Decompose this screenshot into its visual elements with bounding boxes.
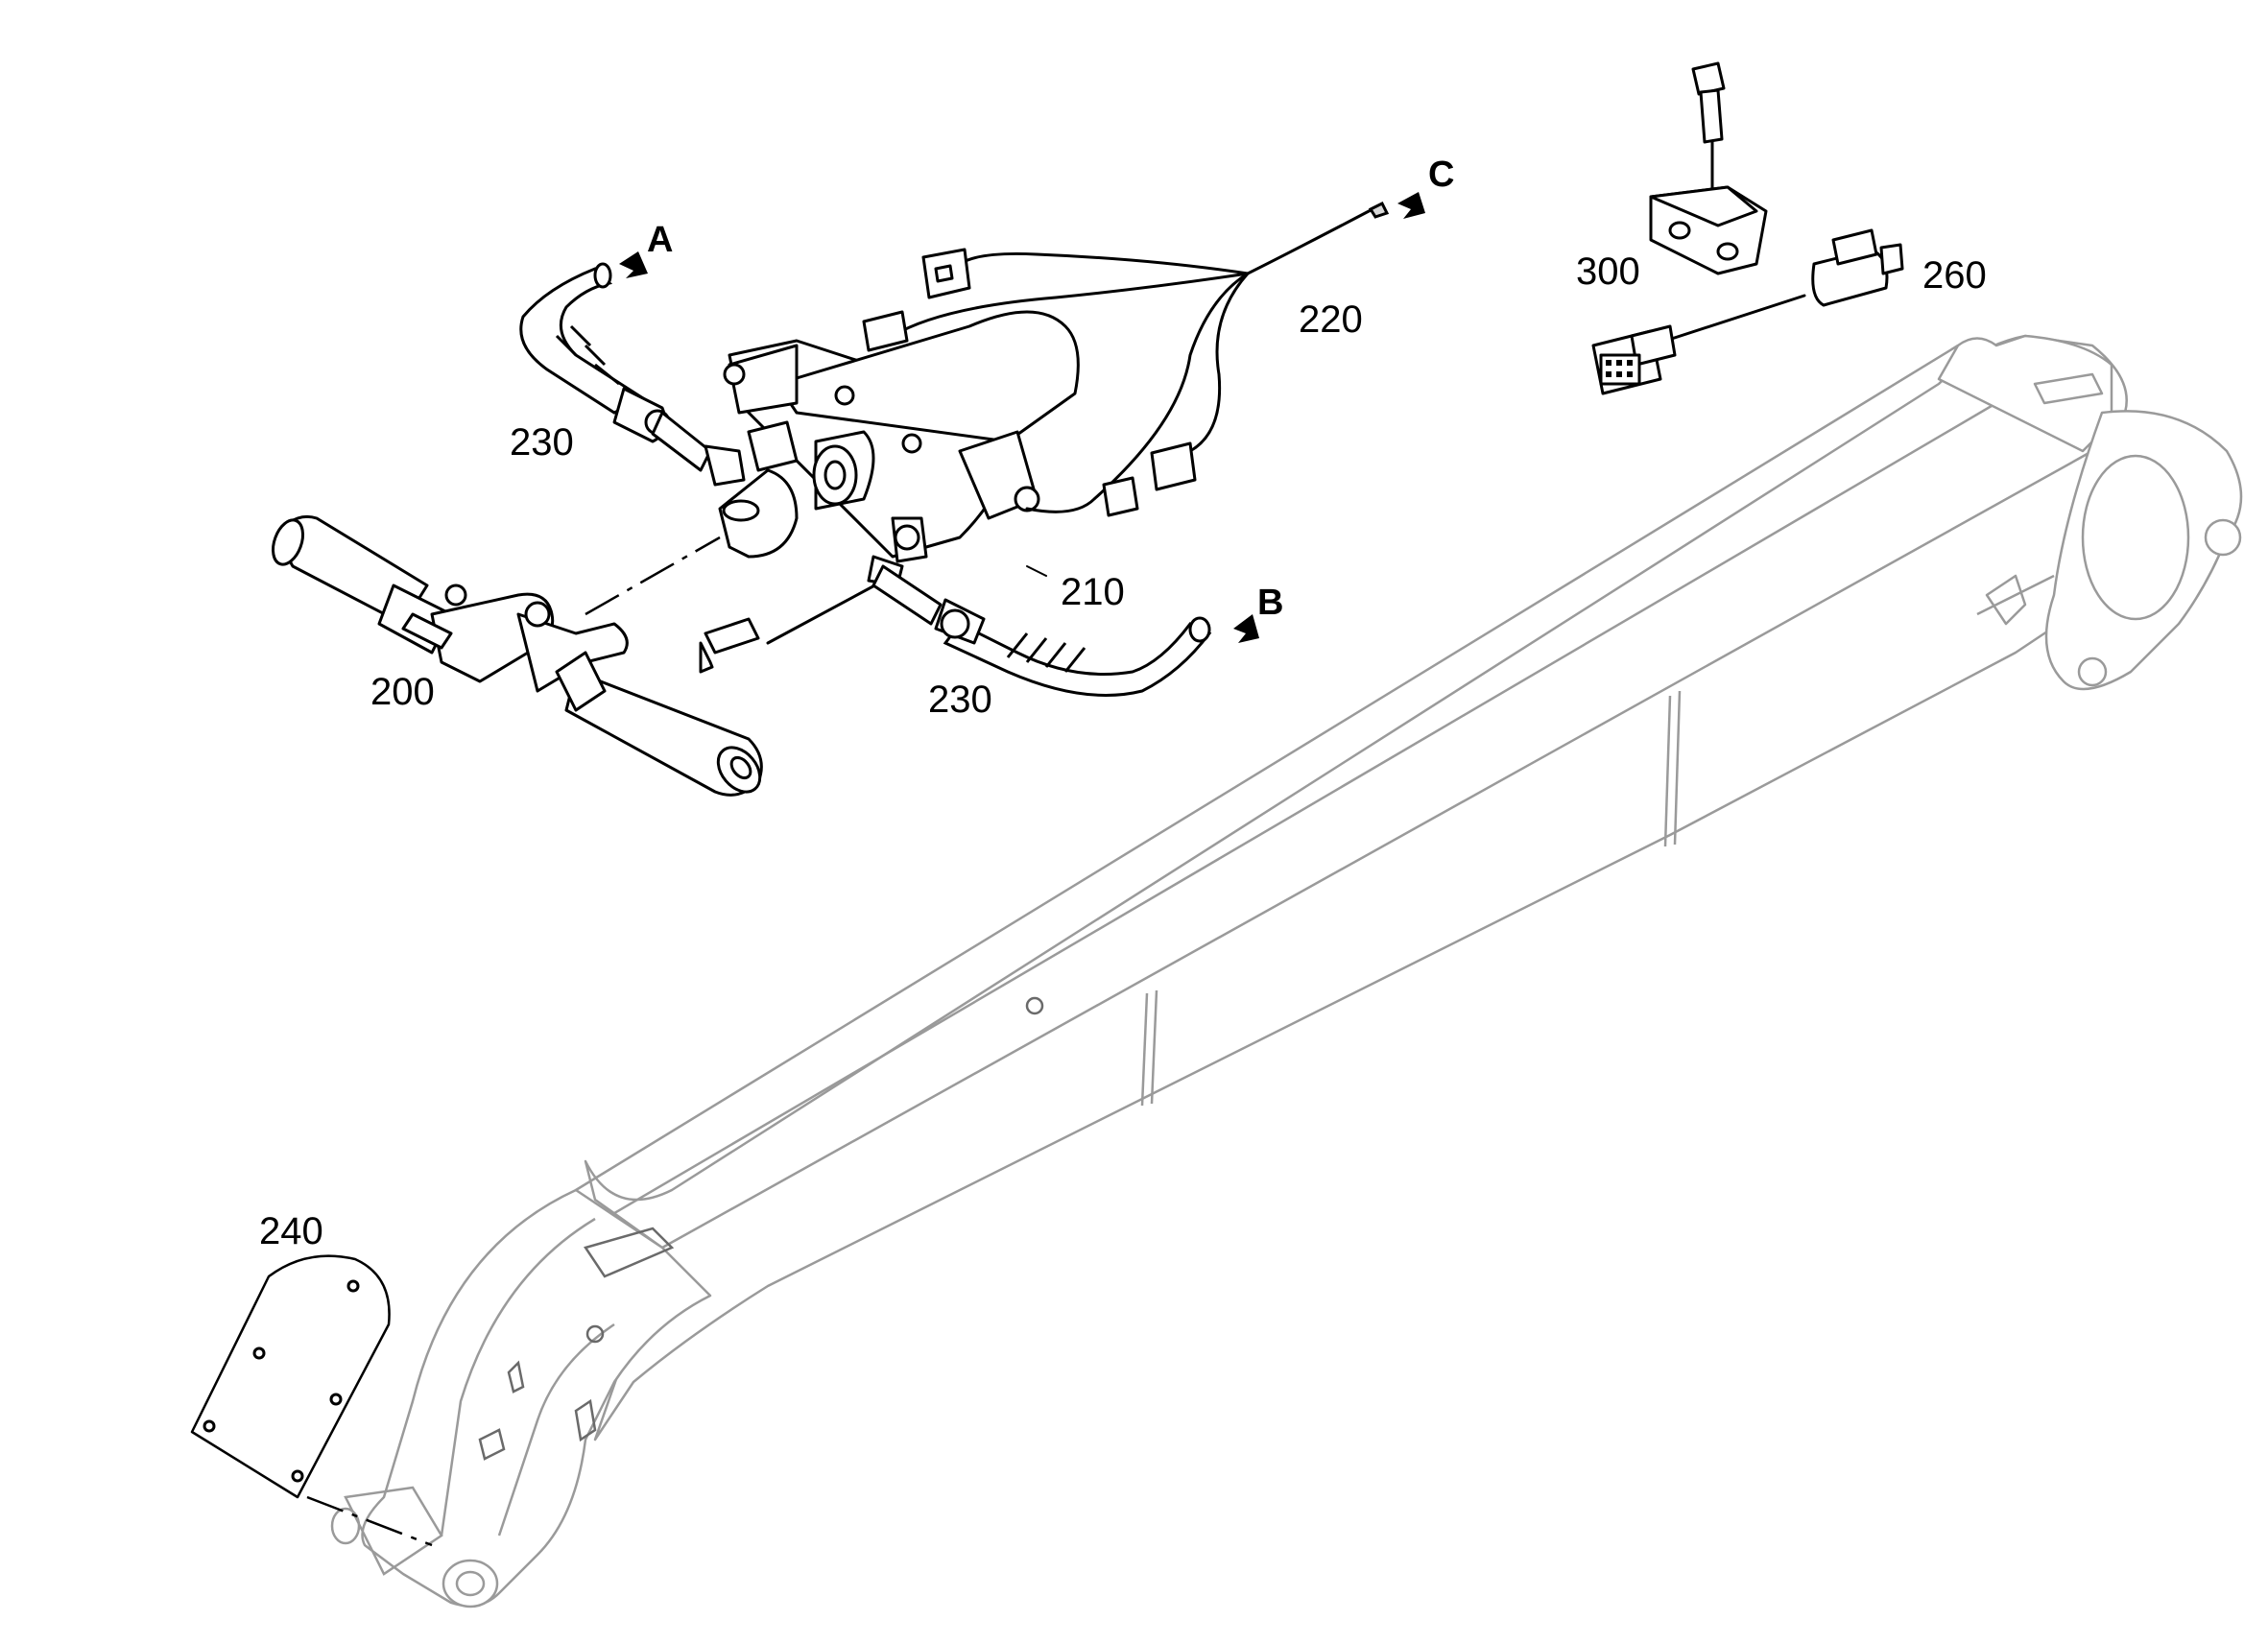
part-210-valve-block — [699, 310, 1080, 674]
part-200-cylinder — [271, 514, 763, 797]
label-260: 260 — [1922, 254, 1987, 297]
label-200: 200 — [370, 671, 435, 713]
part-260-connector — [1591, 228, 1904, 395]
part-220-wiring-harness — [862, 201, 1390, 517]
label-240: 240 — [259, 1210, 323, 1252]
label-conn-c: C — [1428, 155, 1454, 195]
label-conn-b: B — [1257, 583, 1283, 623]
label-230-top: 230 — [510, 421, 574, 464]
label-conn-a: A — [647, 220, 673, 260]
arrow-c-icon — [1397, 192, 1425, 219]
label-230-bottom: 230 — [928, 679, 992, 721]
label-210: 210 — [1061, 571, 1125, 613]
part-240-plate — [190, 1254, 433, 1547]
part-230-hose-bottom — [871, 564, 1212, 697]
label-300: 300 — [1576, 250, 1640, 293]
leader-210 — [1026, 565, 1047, 577]
label-220: 220 — [1299, 298, 1363, 341]
part-230-hose-top — [519, 262, 746, 487]
part-300-bolt-block — [1649, 61, 1768, 275]
arrow-b-icon — [1233, 614, 1259, 643]
arrow-a-icon — [619, 251, 648, 278]
boom-arm — [330, 334, 2243, 1608]
